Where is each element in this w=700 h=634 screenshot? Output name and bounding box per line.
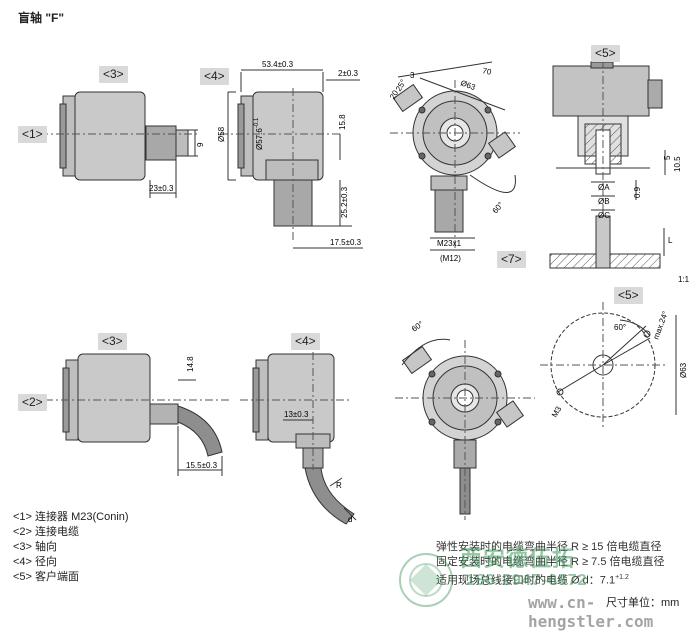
top-front-view bbox=[390, 61, 520, 251]
dim-a: ØA bbox=[598, 183, 610, 192]
cable-notes: 弹性安装时的电缆弯曲半径 R ≥ 15 倍电缆直径 固定安装时的电缆弯曲半径 R… bbox=[436, 540, 665, 589]
dim-c: ØC bbox=[598, 211, 610, 220]
dim-15-5: 15.5±0.3 bbox=[186, 461, 218, 470]
tag-customer-face-bottom: <5> bbox=[614, 287, 643, 304]
dim-58: Ø58 bbox=[217, 126, 226, 142]
tag-axial-top: <3> bbox=[99, 66, 128, 83]
drawing-title: 盲轴 "F" bbox=[18, 11, 65, 25]
dim-60deg: 60° bbox=[491, 200, 506, 215]
bottom-axial-view bbox=[45, 353, 230, 476]
dim-m3: M3 bbox=[550, 404, 564, 419]
note-fieldbus-cable: 适用现场总线接口时的电缆 Ø d：7.1+1.2 bbox=[436, 574, 629, 587]
legend-item-5: <5> 客户端面 bbox=[13, 571, 80, 583]
tag-customer-face-top: <5> bbox=[591, 45, 620, 62]
dim-0-9: 0.9 bbox=[633, 186, 642, 198]
dim-l: L bbox=[668, 236, 673, 245]
dim-60deg-b: 60° bbox=[410, 319, 425, 333]
dim-r-radial: R bbox=[336, 481, 342, 490]
dim-60deg-c: 60° bbox=[614, 323, 626, 332]
legend-item-2: <2> 连接电缆 bbox=[13, 526, 80, 538]
note-fixed-bend: 固定安装时的电缆弯曲半径 R ≥ 7.5 倍电缆直径 bbox=[436, 556, 665, 568]
scale-label: 1:1 bbox=[678, 275, 690, 284]
bottom-radial-view bbox=[240, 352, 357, 525]
top-section-view bbox=[549, 60, 666, 269]
dim-63-b: Ø63 bbox=[679, 362, 688, 378]
tag-radial-bottom: <4> bbox=[291, 333, 320, 350]
tag-section: <7> bbox=[497, 251, 526, 268]
unit-label: 尺寸单位：mm bbox=[606, 597, 680, 609]
dim-9: 9 bbox=[196, 142, 205, 147]
dim-57-6: Ø57.6 bbox=[255, 128, 264, 150]
dim-53-4: 53.4±0.3 bbox=[262, 60, 294, 69]
tag-cable: <2> bbox=[18, 394, 47, 411]
dim-15-8: 15.8 bbox=[338, 114, 347, 130]
dim-d-radial: d bbox=[348, 515, 352, 524]
dim-57-tol: -0.1 bbox=[254, 117, 260, 128]
note-flexible-bend: 弹性安装时的电缆弯曲半径 R ≥ 15 倍电缆直径 bbox=[436, 541, 662, 553]
dim-m12: (M12) bbox=[440, 254, 461, 263]
customer-face-view bbox=[540, 302, 677, 428]
dim-3: 3 bbox=[410, 71, 415, 80]
dim-max-24: max.24° bbox=[651, 310, 670, 341]
legend-item-3: <3> 轴向 bbox=[13, 541, 58, 553]
dim-23: 23±0.3 bbox=[149, 184, 174, 193]
legend-item-1: <1> 连接器 M23(Conin) bbox=[13, 511, 129, 523]
dim-10-5: 10.5 bbox=[673, 156, 682, 172]
dim-b: ØB bbox=[598, 197, 610, 206]
top-axial-view bbox=[40, 91, 200, 198]
bottom-front-view bbox=[395, 338, 535, 520]
dim-63: Ø63 bbox=[459, 78, 477, 92]
dim-70: 70 bbox=[482, 66, 493, 77]
tag-radial-top: <4> bbox=[200, 68, 229, 85]
dim-17-5: 17.5±0.3 bbox=[330, 238, 362, 247]
legend: <1> 连接器 M23(Conin) <2> 连接电缆 <3> 轴向 <4> 径… bbox=[13, 510, 129, 585]
top-radial-view bbox=[220, 69, 363, 249]
legend-item-4: <4> 径向 bbox=[13, 556, 58, 568]
dim-m23: M23x1 bbox=[437, 239, 462, 248]
dim-5: 5 bbox=[663, 155, 672, 160]
dim-13: 13±0.3 bbox=[284, 410, 309, 419]
dim-2: 2±0.3 bbox=[338, 69, 359, 78]
tag-connector: <1> bbox=[18, 126, 47, 143]
dim-14-8: 14.8 bbox=[186, 356, 195, 372]
tag-axial-bottom: <3> bbox=[98, 333, 127, 350]
dim-25-2: 25.2±0.3 bbox=[340, 186, 349, 218]
